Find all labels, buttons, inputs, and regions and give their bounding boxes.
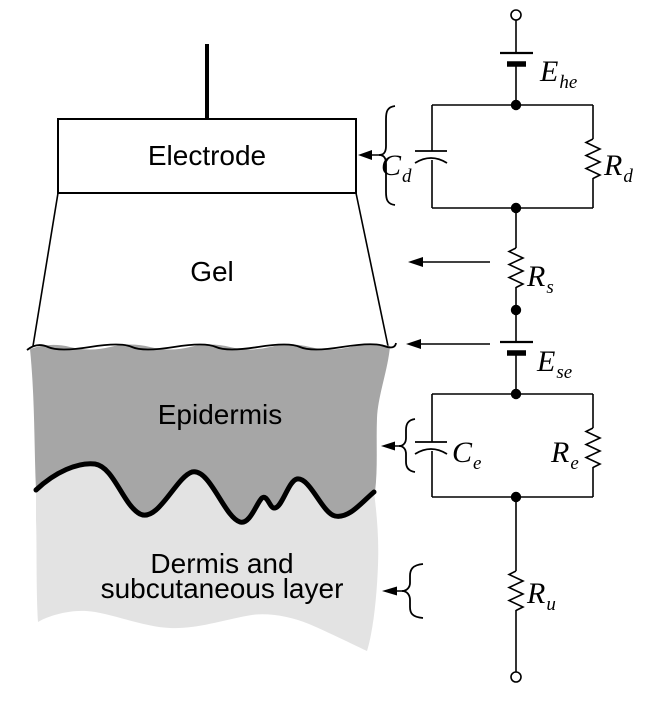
- battery-ehe-symbol: [500, 51, 533, 67]
- skin-layers: [26, 342, 397, 651]
- junction-dots: [510, 99, 522, 503]
- electrode-assembly: [32, 44, 389, 347]
- electrode-label: Electrode: [147, 140, 267, 171]
- label-cd: Cd: [381, 149, 412, 187]
- electrode-box: [57, 118, 357, 194]
- label-ese: Ese: [537, 345, 573, 383]
- dermis-label-line1: Dermis and: [150, 548, 294, 579]
- arrow-rs-head: [408, 257, 423, 267]
- resistor-ru-symbol: [507, 570, 525, 612]
- dermis-label-line2: subcutaneous layer: [100, 573, 344, 604]
- annotations: [358, 105, 490, 619]
- terminal-bottom: [510, 671, 522, 683]
- arrow-ce-head: [381, 441, 395, 451]
- gel-left-side: [32, 192, 59, 347]
- gel-right-side: [355, 192, 389, 347]
- parallel-block-cd-rd: [414, 104, 602, 209]
- label-ehe: Ehe: [540, 55, 578, 93]
- gel-label: Gel: [190, 256, 234, 287]
- label-rd: Rd: [604, 149, 633, 187]
- capacitor-cd-symbol: [414, 150, 448, 164]
- label-ce: Ce: [452, 436, 482, 474]
- epidermis-dermis-boundary-line: [33, 461, 377, 525]
- resistor-rd-symbol: [584, 138, 602, 180]
- label-ru: Ru: [527, 577, 556, 615]
- epidermis-label: Epidermis: [157, 399, 283, 430]
- brace-ce: [398, 418, 416, 473]
- resistor-rs-symbol: [507, 247, 525, 289]
- dermis-label: Dermis and subcutaneous layer: [72, 548, 372, 604]
- brace-dermis: [401, 563, 424, 619]
- terminal-top: [510, 9, 522, 21]
- arrow-dermis-head: [382, 586, 397, 596]
- arrow-ese-head: [406, 339, 421, 349]
- dermis-region: [36, 463, 379, 651]
- gel-skin-wavy-line: [26, 342, 397, 351]
- label-rs: Rs: [527, 260, 554, 298]
- equivalent-circuit: [414, 9, 602, 683]
- resistor-re-symbol: [584, 427, 602, 469]
- label-re: Re: [551, 436, 579, 474]
- capacitor-ce-symbol: [414, 441, 448, 455]
- arrow-cd-head: [358, 150, 372, 160]
- battery-ese-symbol: [500, 340, 533, 356]
